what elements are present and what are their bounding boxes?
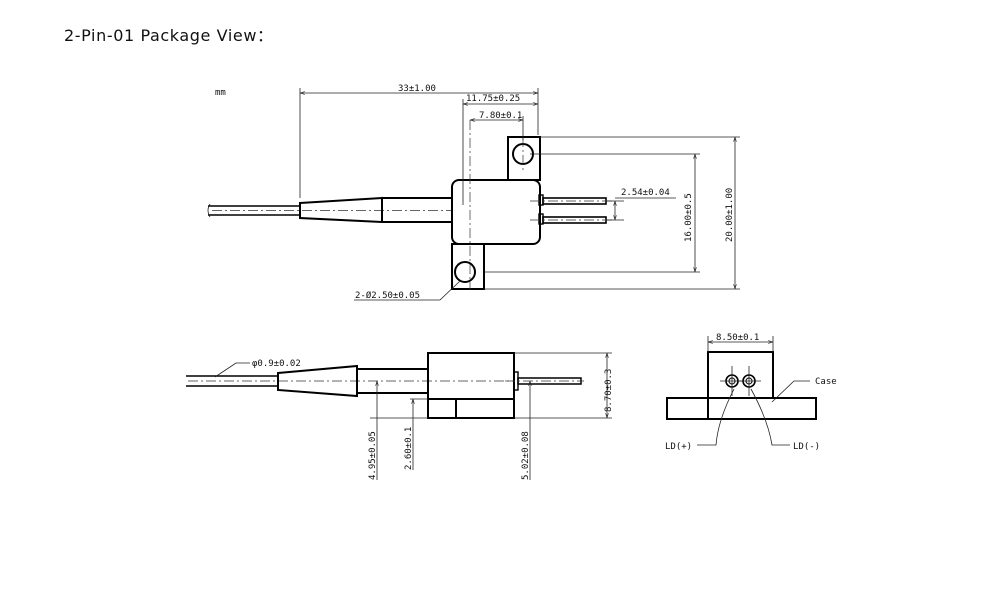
fiber xyxy=(207,203,300,218)
end-view: 8.50±0.1 Case LD(+) LD(-) xyxy=(665,333,837,452)
dim-height: 8.70±0.3 xyxy=(604,369,614,412)
mount-hole xyxy=(454,261,476,283)
dim-pin-pitch: 2.54±0.04 xyxy=(621,188,670,198)
case-label: Case xyxy=(815,377,837,387)
dim-flange-thickness: 2.60±0.1 xyxy=(404,427,414,470)
dim-hole-diameter: 2-Ø2.50±0.05 xyxy=(355,290,420,301)
flange xyxy=(666,397,817,420)
top-view: mm 33±1.00 11. xyxy=(207,84,740,301)
dim-width: 8.50±0.1 xyxy=(716,333,759,343)
dim-hole-spacing: 16.00±0.5 xyxy=(684,193,694,242)
flange xyxy=(427,398,515,419)
units-label: mm xyxy=(215,88,226,98)
package-body xyxy=(427,352,515,400)
ld-plus-label: LD(+) xyxy=(665,442,692,452)
pin-ld-minus xyxy=(737,366,761,396)
dim-pin-height: 5.02±0.08 xyxy=(521,431,531,480)
boot-taper xyxy=(277,364,358,398)
package-body xyxy=(707,351,774,399)
ld-minus-label: LD(-) xyxy=(793,442,820,452)
page-title: 2-Pin-01 Package View： xyxy=(64,26,274,45)
fiber-tube xyxy=(381,197,453,223)
package-body xyxy=(451,179,541,245)
dim-fiber-diameter: φ0.9±0.02 xyxy=(252,359,301,369)
boot-taper xyxy=(299,196,383,224)
dim-hole-offset: 7.80±0.1 xyxy=(479,111,522,121)
dim-flange-span: 11.75±0.25 xyxy=(466,94,520,104)
dim-fiber-axis-height: 4.95±0.05 xyxy=(368,431,378,480)
dim-flange-length: 20.00±1.00 xyxy=(725,188,735,242)
dim-overall-length: 33±1.00 xyxy=(398,84,436,94)
pins xyxy=(530,194,612,225)
side-view: φ0.9±0.02 8.70±0.3 4.95±0.05 2.60±0.1 5.… xyxy=(186,352,614,480)
